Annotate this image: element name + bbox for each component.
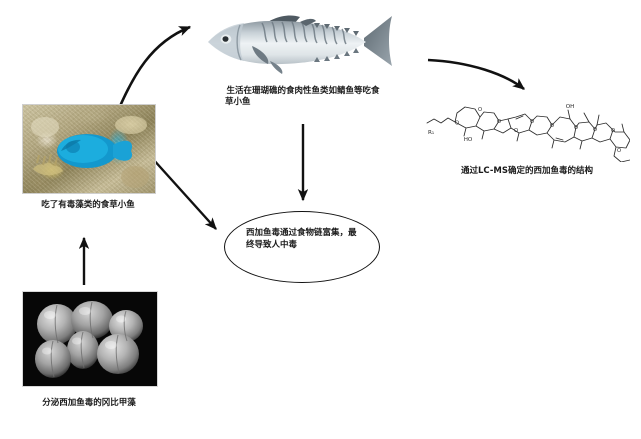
- atom-label-o: O: [514, 128, 518, 134]
- atom-label-o: O: [455, 121, 459, 127]
- atom-label-o: O: [478, 107, 482, 113]
- polyether-skeleton: O O O O O O O O O O OH HO R₁: [426, 104, 631, 163]
- atom-label-o: O: [497, 119, 501, 125]
- coral-reef-parrotfish-photo: [22, 104, 156, 194]
- parrotfish-shape: [31, 116, 149, 188]
- algae-caption: 分泌西加鱼毒的冈比甲藻: [42, 398, 136, 408]
- toxin-structure-caption: 通过LC-MS确定的西加鱼毒的结构: [461, 166, 593, 176]
- outcome-ellipse: [224, 211, 380, 283]
- atom-label-o: O: [611, 128, 615, 134]
- carnivore-fish-caption-line1: 生活在珊瑚礁的食肉性鱼类如鲭鱼等吃食: [226, 86, 380, 96]
- atom-label-r1: R₁: [428, 130, 434, 136]
- atom-label-oh: OH: [566, 104, 575, 110]
- atom-label-o: O: [593, 127, 597, 133]
- outcome-text-line1: 西加鱼毒通过食物链富集，最: [246, 228, 357, 238]
- herbivore-fish-caption: 吃了有毒藻类的食草小鱼: [41, 200, 135, 210]
- mackerel-fish-illustration: [196, 4, 396, 82]
- arrow-herbivore-to-outcome: [151, 157, 217, 230]
- atom-label-ho: HO: [464, 137, 473, 143]
- carnivore-fish-caption-line2: 草小鱼: [225, 97, 251, 107]
- ciguatoxin-chemical-structure: O O O O O O O O O O OH HO R₁: [424, 86, 631, 163]
- atom-label-o: O: [617, 148, 621, 154]
- arrow-carnivore-to-structure: [427, 58, 525, 91]
- atom-label-o: O: [530, 119, 534, 125]
- atom-label-o: O: [574, 125, 578, 131]
- atom-label-o: O: [550, 123, 554, 129]
- algae-cells: [23, 292, 157, 386]
- outcome-text-line2: 终导致人中毒: [246, 240, 298, 250]
- gambierdiscus-sem-photo: [22, 291, 158, 387]
- fish-body: [208, 15, 392, 74]
